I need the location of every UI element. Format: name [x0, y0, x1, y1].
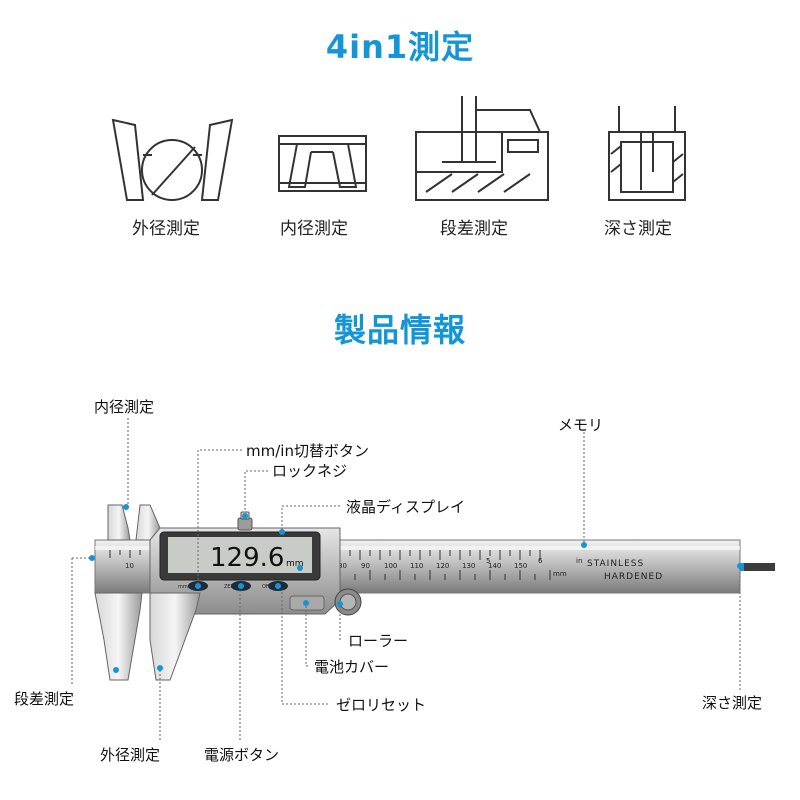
callout-outer-jaws: 外径測定 — [100, 746, 161, 764]
depth-measurement-icon — [608, 106, 686, 201]
scale-label: 140 — [488, 562, 501, 570]
brand-text-hardened: HARDENED — [604, 572, 663, 582]
callout-scale: メモリ — [558, 416, 604, 434]
marker-dot — [737, 563, 743, 569]
lcd-reading: 129.6 — [210, 543, 284, 573]
scale-label: 110 — [410, 562, 423, 570]
scale-ticks — [109, 550, 551, 580]
movable-outer-jaw — [149, 592, 201, 681]
scale-label: 10 — [125, 562, 134, 570]
callout-battery-cover: 電池カバー — [314, 658, 390, 676]
scale-label: 130 — [462, 562, 475, 570]
inner-diameter-icon — [278, 135, 367, 192]
inch-scale-label: 5 — [486, 557, 490, 565]
measure-type-label-outer: 外径測定 — [132, 219, 200, 239]
callout-unit-button: mm/in切替ボタン — [246, 442, 369, 460]
depth-rod — [735, 563, 775, 571]
fixed-outer-jaw — [94, 592, 143, 681]
callout-lock-screw: ロックネジ — [272, 462, 348, 480]
scale-label: 150 — [514, 562, 527, 570]
lcd-unit: mm — [286, 559, 304, 569]
movable-inner-jaw — [135, 504, 161, 541]
marker-dot — [275, 583, 281, 589]
callout-power-button: 電源ボタン — [204, 746, 280, 764]
marker-dot — [89, 555, 95, 561]
scale-unit-in: in — [576, 557, 582, 565]
marker-dot — [238, 583, 244, 589]
measure-type-label-inner: 内径測定 — [280, 219, 348, 239]
marker-dot — [157, 665, 163, 671]
marker-dot — [337, 601, 343, 607]
marker-dot — [297, 565, 303, 571]
section-title-4in1: 4in1測定 — [325, 28, 475, 66]
marker-dot — [195, 583, 201, 589]
callout-inner-jaws: 内径測定 — [94, 398, 155, 416]
measure-type-label-step: 段差測定 — [440, 219, 508, 239]
brand-text-stainless: STAINLESS — [587, 559, 644, 569]
callout-lines — [71, 418, 741, 740]
callout-roller: ローラー — [348, 632, 409, 650]
measure-type-label-depth: 深さ測定 — [604, 219, 672, 239]
section-title-product-info: 製品情報 — [333, 311, 466, 349]
step-measurement-icon — [415, 96, 549, 201]
marker-dot — [123, 504, 129, 510]
lock-screw — [237, 517, 253, 531]
scale-label: 90 — [361, 562, 370, 570]
callout-lcd: 液晶ディスプレイ — [346, 498, 465, 516]
scale-unit-mm: mm — [553, 570, 567, 578]
marker-dot — [279, 529, 285, 535]
lcd-display — [168, 537, 312, 573]
callout-zero-reset: ゼロリセット — [336, 696, 427, 714]
scale-label: 120 — [436, 562, 449, 570]
callout-step: 段差測定 — [14, 690, 75, 708]
scale-label: 80 — [338, 562, 347, 570]
fixed-inner-jaw — [107, 504, 131, 541]
outer-diameter-icon — [111, 118, 234, 201]
button-caption: ZERO — [224, 584, 238, 590]
inch-scale-label: 6 — [538, 557, 543, 565]
marker-dot — [242, 513, 248, 519]
marker-dot — [113, 667, 119, 673]
scale-label: 100 — [384, 562, 397, 570]
callout-depth: 深さ測定 — [702, 694, 763, 712]
